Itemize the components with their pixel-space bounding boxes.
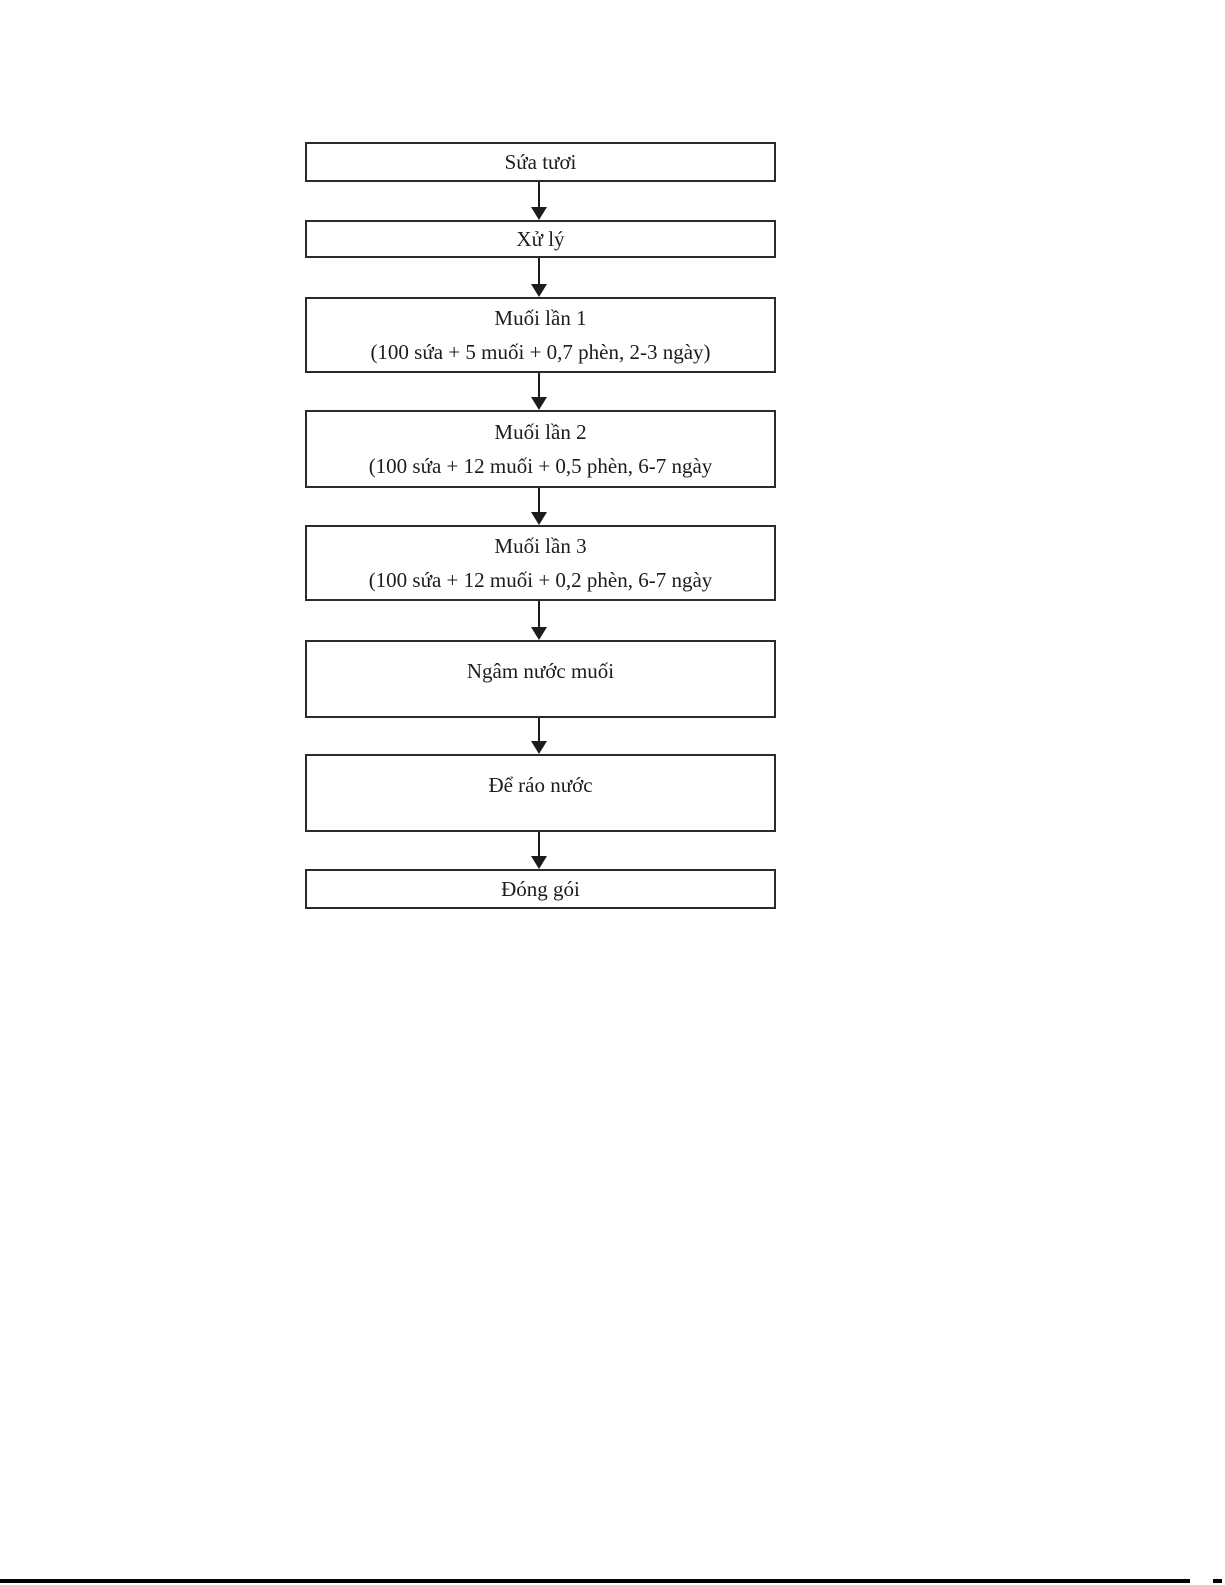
node-title: Muối lần 1 [494,306,587,330]
page-bottom-rule [0,1579,1190,1583]
flow-node-sua-tuoi: Sứa tươi [305,142,776,182]
flow-node-muoi-lan-2: Muối lần 2 (100 sứa + 12 muối + 0,5 phèn… [305,410,776,488]
arrow-shaft [538,601,540,627]
arrow-shaft [538,373,540,397]
arrow-shaft [538,718,540,741]
arrow-head [531,284,547,297]
page-bottom-rule-tick [1213,1579,1222,1583]
arrow-down-icon [531,718,547,754]
node-title: Ngâm nước muối [466,659,615,683]
node-title: Để ráo nước [488,773,593,797]
arrow-down-icon [531,832,547,869]
arrow-head [531,512,547,525]
node-title: Đóng gói [501,877,580,901]
arrow-shaft [538,488,540,512]
arrow-down-icon [531,488,547,525]
flow-node-ngam-nuoc-muoi: Ngâm nước muối [305,640,776,718]
flow-node-muoi-lan-3: Muối lần 3 (100 sứa + 12 muối + 0,2 phèn… [305,525,776,601]
arrow-down-icon [531,601,547,640]
node-title: Xử lý [516,227,565,251]
arrow-head [531,397,547,410]
arrow-shaft [538,258,540,284]
arrow-down-icon [531,258,547,297]
arrow-head [531,856,547,869]
flow-node-xu-ly: Xử lý [305,220,776,258]
node-title: Muối lần 3 [494,534,587,558]
node-subtitle: (100 sứa + 12 muối + 0,2 phèn, 6-7 ngày [368,568,713,592]
arrow-head [531,627,547,640]
flow-node-de-rao-nuoc: Để ráo nước [305,754,776,832]
flow-node-muoi-lan-1: Muối lần 1 (100 sứa + 5 muối + 0,7 phèn,… [305,297,776,373]
flow-node-dong-goi: Đóng gói [305,869,776,909]
node-subtitle: (100 sứa + 12 muối + 0,5 phèn, 6-7 ngày [368,454,713,478]
arrow-shaft [538,182,540,207]
node-subtitle: (100 sứa + 5 muối + 0,7 phèn, 2-3 ngày) [370,340,711,364]
arrow-down-icon [531,182,547,220]
arrow-head [531,207,547,220]
arrow-shaft [538,832,540,856]
node-title: Sứa tươi [504,150,577,174]
arrow-down-icon [531,373,547,410]
node-title: Muối lần 2 [494,420,587,444]
arrow-head [531,741,547,754]
